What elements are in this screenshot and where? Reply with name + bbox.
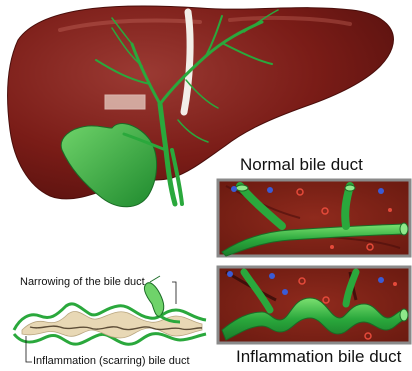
inflamed-duct-title: Inflammation bile duct <box>236 347 401 367</box>
scar-tissue <box>22 311 202 338</box>
red-blood-cell <box>330 245 334 249</box>
blue-cell <box>269 273 275 279</box>
red-blood-cell <box>393 282 397 286</box>
scarring-label: Inflammation (scarring) bile duct <box>33 355 190 367</box>
blue-cell <box>378 188 384 194</box>
normal-duct-title: Normal bile duct <box>240 155 363 175</box>
narrowing-label: Narrowing of the bile duct <box>20 276 145 288</box>
red-blood-cell <box>388 208 392 212</box>
normal-duct-panel <box>218 180 410 256</box>
blue-cell <box>282 289 288 295</box>
scarred-duct-cross-section <box>14 276 206 362</box>
blue-cell <box>378 277 384 283</box>
blue-cell <box>231 186 237 192</box>
blue-cell <box>267 187 273 193</box>
inflamed-duct-panel <box>218 267 410 343</box>
blue-cell <box>227 271 233 277</box>
highlight-box <box>105 95 145 109</box>
